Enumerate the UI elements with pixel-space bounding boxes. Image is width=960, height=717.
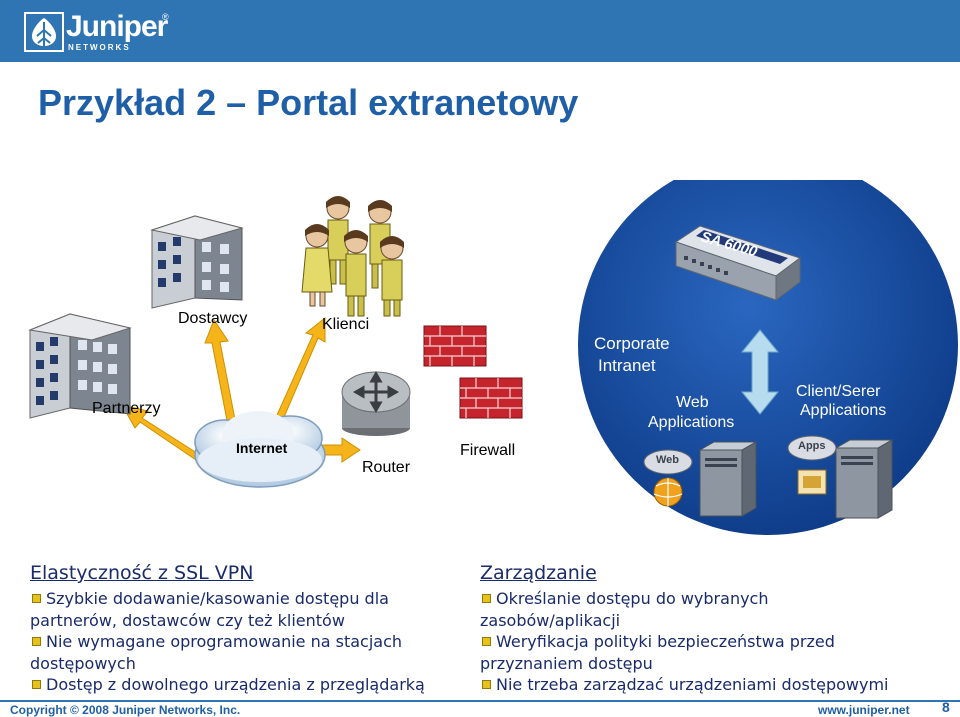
list-item-continuation: dostępowych xyxy=(30,653,136,673)
client-server-label-1: Client/Serer xyxy=(796,383,881,400)
corporate-intranet-label-1: Corporate xyxy=(594,334,670,353)
sa6000-appliance-icon xyxy=(674,225,802,301)
person-1 xyxy=(326,196,350,285)
web-applications-label-1: Web xyxy=(676,394,709,411)
juniper-logo[interactable]: Juniper ® NETWORKS xyxy=(24,10,174,54)
apps-server-icon xyxy=(787,435,894,519)
clients-label: Klienci xyxy=(322,316,370,333)
bidirectional-arrow-icon xyxy=(740,329,780,415)
network-diagram: Partnerzy Dostawcy Klienci Internet Rout… xyxy=(0,180,960,555)
list-item: Szybkie dodawanie/kasowanie dostępu dla xyxy=(30,588,470,610)
person-3 xyxy=(301,224,333,307)
router-label: Router xyxy=(362,459,411,476)
web-applications-label-2: Applications xyxy=(648,414,735,431)
footer-divider xyxy=(0,700,960,702)
list-item: Dostęp z dowolnego urządzenia z przegląd… xyxy=(30,674,470,696)
header-bar: Juniper ® NETWORKS xyxy=(0,0,960,62)
flexibility-heading: Elastyczność z SSL VPN xyxy=(30,562,254,584)
flexibility-bullets: Szybkie dodawanie/kasowanie dostępu dla … xyxy=(30,588,470,696)
list-item: Określanie dostępu do wybranych xyxy=(480,588,940,610)
internet-label: Internet xyxy=(236,440,288,456)
arrow-partners xyxy=(121,404,201,461)
juniper-tree-icon xyxy=(24,12,64,52)
list-item: Nie trzeba zarządzać urządzeniami dostęp… xyxy=(480,674,940,696)
person-5 xyxy=(380,236,404,317)
building-suppliers-icon xyxy=(150,215,244,309)
suppliers-label: Dostawcy xyxy=(178,310,248,327)
firewall-wall-2 xyxy=(459,377,523,419)
corporate-intranet-label-2: Intranet xyxy=(598,356,656,375)
client-server-label-2: Applications xyxy=(800,402,887,419)
apps-tag-label: Apps xyxy=(798,440,826,452)
partners-label: Partnerzy xyxy=(92,400,161,417)
logo-wordmark: Juniper xyxy=(66,10,168,43)
building-partners-icon xyxy=(28,313,132,419)
logo-registered-mark: ® xyxy=(162,12,169,22)
copyright-text: Copyright © 2008 Juniper Networks, Inc. xyxy=(10,703,241,717)
firewall-wall-1 xyxy=(423,325,487,367)
router-icon xyxy=(341,370,411,436)
firewall-icon xyxy=(423,325,523,419)
list-item-continuation: zasobów/aplikacji xyxy=(480,610,621,630)
logo-subtitle: NETWORKS xyxy=(68,43,131,52)
firewall-label: Firewall xyxy=(460,442,516,459)
page-title: Przykład 2 – Portal extranetowy xyxy=(38,82,579,123)
list-item-continuation: przyznaniem dostępu xyxy=(480,653,653,673)
connection-arrows xyxy=(121,316,361,463)
list-item-continuation: partnerów, dostawców czy też klientów xyxy=(30,610,345,630)
footer-url-link[interactable]: www.juniper.net xyxy=(818,703,910,717)
list-item: Weryfikacja polityki bezpieczeństwa prze… xyxy=(480,631,940,653)
web-server-icon xyxy=(643,441,758,517)
person-4 xyxy=(344,230,368,317)
management-heading: Zarządzanie xyxy=(480,562,597,584)
clients-people-icon xyxy=(301,196,404,317)
diagram-canvas xyxy=(28,180,958,535)
web-tag-label: Web xyxy=(656,454,680,466)
page-number: 8 xyxy=(942,699,950,715)
internet-cloud-icon xyxy=(194,411,326,488)
list-item: Nie wymagane oprogramowanie na stacjach xyxy=(30,631,470,653)
management-bullets: Określanie dostępu do wybranych zasobów/… xyxy=(480,588,940,696)
